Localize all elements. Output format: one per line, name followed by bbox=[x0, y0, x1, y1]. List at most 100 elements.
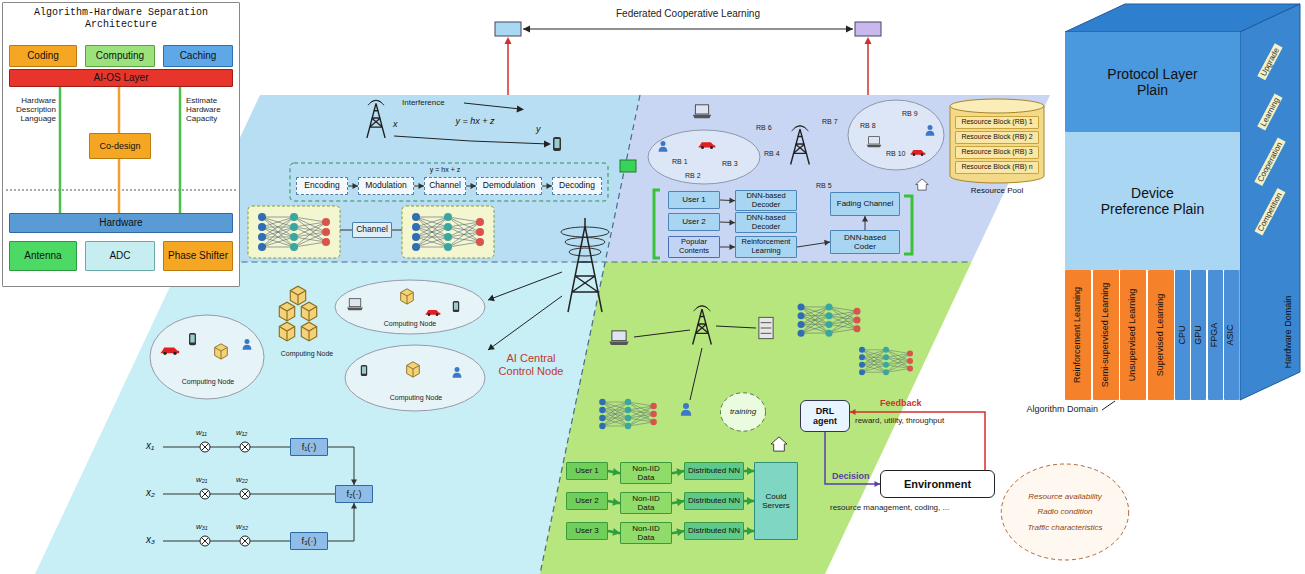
connector bbox=[608, 468, 620, 476]
computing-illustration bbox=[301, 322, 316, 341]
process-box: Computing bbox=[85, 45, 155, 67]
connector-line bbox=[328, 447, 354, 485]
node-text: CPU bbox=[1178, 274, 1188, 396]
bar-block: FPGA bbox=[1208, 270, 1223, 400]
node-text: Resource availability bbox=[1014, 492, 1116, 501]
network-plane bbox=[182, 95, 641, 262]
process-box: DNN-based Decoder bbox=[735, 190, 797, 211]
computing-illustration bbox=[335, 280, 485, 334]
process-box: Hardware bbox=[9, 213, 233, 233]
connector bbox=[119, 159, 120, 213]
link-illustration bbox=[248, 206, 340, 258]
connector-line bbox=[825, 432, 880, 484]
bar-block: CPU bbox=[1175, 270, 1190, 400]
node-text: AI-OS Layer bbox=[13, 72, 229, 84]
node-text: Decoding bbox=[556, 181, 598, 191]
text-label: RB 5 bbox=[816, 182, 832, 190]
process-box: Encoding bbox=[296, 177, 348, 195]
node-text: Resource Block (RB) 1 bbox=[958, 118, 1036, 126]
node-text: Demodulation bbox=[480, 181, 538, 191]
node-text: Modulation bbox=[362, 181, 410, 191]
link-illustration bbox=[464, 103, 520, 109]
learning-illustration bbox=[609, 331, 629, 345]
resource-block-illustration bbox=[693, 105, 711, 118]
federated-link bbox=[495, 22, 881, 95]
computing-illustration bbox=[361, 365, 367, 376]
process-box: Non-IID Data bbox=[620, 522, 672, 544]
federated-link bbox=[523, 26, 530, 33]
node-text: ASIC bbox=[1226, 274, 1236, 396]
process-box: Fading Channel bbox=[830, 192, 900, 216]
process-box: f₂(·) bbox=[335, 485, 373, 503]
node-text: Semi-supervised Learning bbox=[1101, 274, 1111, 396]
text-label: Computing Node bbox=[272, 350, 342, 358]
bar-block: Supervised Learning bbox=[1148, 270, 1174, 400]
connector-line bbox=[850, 412, 985, 470]
node-text: User 1 bbox=[570, 466, 604, 475]
process-box: Could Servers bbox=[754, 462, 798, 540]
computing-illustration bbox=[347, 299, 363, 311]
link-illustration bbox=[517, 106, 524, 113]
neuron-illustration bbox=[163, 447, 335, 541]
edge-label: Estimate Hardware Capacity bbox=[186, 96, 236, 124]
computing-illustration bbox=[345, 345, 485, 411]
computing-illustration bbox=[301, 302, 316, 321]
learning-illustration bbox=[634, 326, 756, 400]
federated-link bbox=[855, 22, 881, 36]
computing-illustration bbox=[150, 315, 264, 399]
arrow-head bbox=[676, 468, 684, 476]
text-label: w₂₂ bbox=[236, 475, 248, 484]
computing-illustration bbox=[189, 333, 196, 345]
arrow-head bbox=[747, 467, 754, 475]
process-box: DNN-based Decoder bbox=[735, 212, 797, 233]
connector bbox=[672, 528, 684, 536]
computing-illustration bbox=[407, 362, 420, 377]
federated-link bbox=[523, 28, 853, 29]
node-text: Non-IID Data bbox=[624, 494, 668, 512]
process-box: Decoding bbox=[552, 177, 602, 195]
arrow-head bbox=[862, 216, 868, 222]
node-text: Channel bbox=[428, 181, 462, 191]
process-box: Co-design bbox=[89, 133, 151, 159]
node-text: Co-design bbox=[93, 141, 147, 151]
text-label: RB 7 bbox=[822, 118, 838, 126]
connector bbox=[850, 409, 985, 470]
node-text: Environment bbox=[884, 478, 991, 491]
process-box: Popular Contents bbox=[668, 236, 720, 258]
connector-line bbox=[59, 87, 62, 213]
node-text: Reinforcement Learning bbox=[1073, 274, 1083, 396]
connector-line bbox=[328, 503, 354, 541]
connector bbox=[744, 467, 754, 475]
node-text: Reinforcement Learning bbox=[739, 238, 793, 255]
computing-illustration bbox=[426, 310, 441, 316]
computing-illustration bbox=[488, 344, 495, 350]
process-box: AI-OS Layer bbox=[9, 69, 233, 87]
node-text: Protocol Layer Plain bbox=[1097, 66, 1208, 98]
network-plane bbox=[182, 95, 972, 574]
node-text: Resource Block (RB) n bbox=[958, 163, 1036, 171]
node-text: Distributed NN bbox=[688, 466, 740, 475]
process-box: Resource Block (RB) 2 bbox=[955, 131, 1039, 144]
link-illustration bbox=[367, 100, 385, 138]
arrow-head bbox=[850, 409, 856, 415]
text-label: RB 2 bbox=[685, 172, 701, 180]
node-text: GPU bbox=[1194, 274, 1204, 396]
node-text: Antenna bbox=[13, 250, 73, 262]
connector bbox=[720, 244, 735, 250]
connector-line bbox=[118, 159, 121, 213]
connector bbox=[414, 183, 424, 189]
node-text: Fading Channel bbox=[834, 199, 896, 208]
process-box: f₁(·) bbox=[290, 438, 328, 456]
node-text: ADC bbox=[89, 250, 151, 262]
inset-panel bbox=[2, 2, 240, 287]
link-illustration bbox=[544, 141, 551, 148]
inset-panel bbox=[6, 190, 236, 191]
panel-box: Algorithm-Hardware Separation Architectu… bbox=[2, 2, 240, 287]
text-label: Computing Node bbox=[388, 394, 444, 402]
connector bbox=[542, 183, 552, 189]
dashed-circle: Resource availabilityRadio conditionTraf… bbox=[1000, 462, 1130, 562]
process-box: User 2 bbox=[566, 492, 608, 510]
arrow-head bbox=[612, 528, 620, 536]
node-text: f₃(·) bbox=[294, 536, 324, 546]
